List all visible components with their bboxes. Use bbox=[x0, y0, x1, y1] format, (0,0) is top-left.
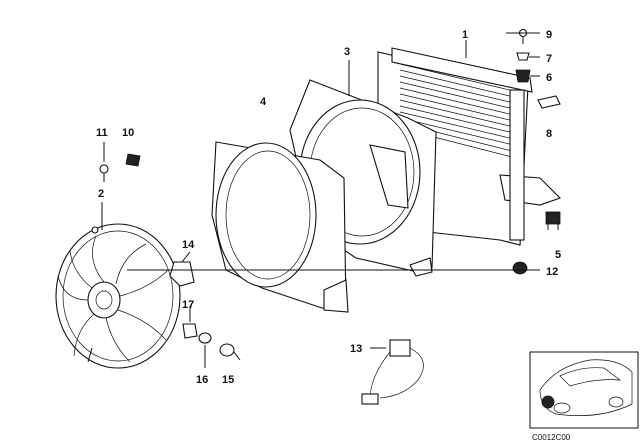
cap-part-15[interactable] bbox=[219, 343, 235, 357]
callout-6: 6 bbox=[546, 72, 552, 84]
callout-14: 14 bbox=[182, 239, 195, 251]
screw-part-11[interactable] bbox=[99, 164, 109, 182]
bracket-part-8[interactable] bbox=[537, 95, 561, 109]
nut-part-17[interactable] bbox=[182, 323, 198, 339]
nut-part-7[interactable] bbox=[516, 52, 530, 61]
screw-part-9[interactable] bbox=[518, 28, 528, 45]
callout-labels: 1 2 3 4 5 6 7 8 9 10 11 12 13 14 15 16 1… bbox=[96, 29, 561, 386]
callout-17: 17 bbox=[182, 299, 194, 311]
callout-4: 4 bbox=[260, 96, 267, 108]
car-thumbnail: C0012C00 bbox=[529, 351, 639, 442]
nut-part-10[interactable] bbox=[125, 153, 141, 167]
grommet-part-6[interactable] bbox=[515, 69, 531, 83]
washer-part-16[interactable] bbox=[198, 332, 212, 344]
callout-3: 3 bbox=[344, 46, 350, 58]
location-marker-icon bbox=[541, 395, 555, 409]
callout-7: 7 bbox=[546, 53, 552, 65]
callout-8: 8 bbox=[546, 128, 552, 140]
callout-16: 16 bbox=[196, 374, 208, 386]
callout-9: 9 bbox=[546, 29, 552, 41]
electric-fan[interactable] bbox=[55, 223, 181, 369]
rubber-mount-part-14[interactable] bbox=[169, 261, 195, 287]
leader-lines bbox=[101, 32, 540, 368]
sensor-part-13[interactable] bbox=[361, 339, 424, 405]
fan-cowl[interactable] bbox=[211, 141, 349, 313]
callout-10: 10 bbox=[122, 127, 134, 139]
callout-2: 2 bbox=[98, 188, 104, 200]
image-code: C0012C00 bbox=[532, 433, 571, 442]
callout-1: 1 bbox=[462, 29, 468, 41]
callout-13: 13 bbox=[350, 343, 362, 355]
clip-part-5[interactable] bbox=[545, 211, 561, 230]
callout-5: 5 bbox=[555, 249, 561, 261]
callout-15: 15 bbox=[222, 374, 234, 386]
switch-part-12[interactable] bbox=[512, 261, 528, 275]
callout-12: 12 bbox=[546, 266, 558, 278]
callout-11: 11 bbox=[96, 127, 108, 139]
